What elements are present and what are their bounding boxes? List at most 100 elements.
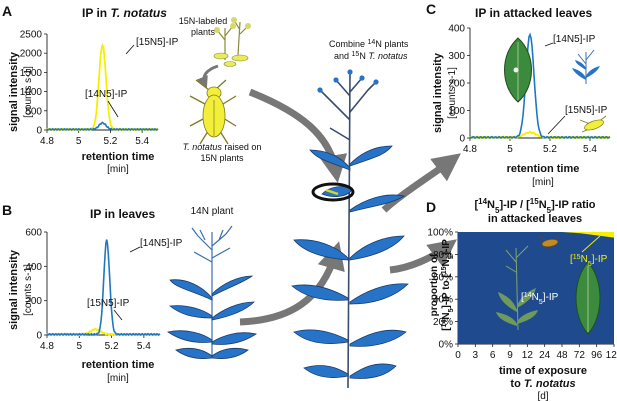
panel-d-title-2: in attacked leaves xyxy=(488,213,582,225)
y-tick-label: 0 xyxy=(36,126,42,137)
x-tick-label: 0 xyxy=(455,350,461,361)
panel-a-title: IP in T. notatus xyxy=(82,6,167,20)
d-leaf-inset xyxy=(575,261,601,335)
x-tick-label: 5 xyxy=(76,136,82,147)
y-tick-label: 200 xyxy=(25,296,42,307)
x-tick-label: 5 xyxy=(77,341,83,352)
y-tick-label: 600 xyxy=(25,228,42,239)
plants-to-insect-arrow xyxy=(196,64,219,89)
x-tick-label: 5.4 xyxy=(137,341,151,352)
panel-d-letter: D xyxy=(426,199,436,215)
panel-a-xunit: [min] xyxy=(107,164,129,175)
plant-14n-label: 14N plant xyxy=(191,206,234,217)
leader-line-b15 xyxy=(113,309,123,321)
leader-line-a15 xyxy=(125,44,135,55)
series-line--14n5-ip xyxy=(46,239,161,337)
panel-c-xunit: [min] xyxy=(532,177,554,188)
panel-b-title: IP in leaves xyxy=(90,207,155,221)
panel-a-ylabel: signal intensity xyxy=(8,51,20,132)
plant-14n-illustration xyxy=(166,225,258,359)
panel-c-letter: C xyxy=(426,1,436,17)
x-tick-label: 12 xyxy=(522,350,534,361)
d-insect-inset xyxy=(539,235,561,248)
mini-plant-inset xyxy=(572,49,600,84)
panel-c-yunit: [counts s-1] xyxy=(447,67,458,119)
arrow-center-to-c xyxy=(381,153,461,213)
series-line--14n5-ip xyxy=(46,121,159,132)
y-tick-label: 20% xyxy=(433,317,453,328)
y-tick-label: 1500 xyxy=(20,68,43,79)
mini-insect-inset xyxy=(579,115,607,133)
panel-b-xunit: [min] xyxy=(107,373,129,384)
peak-label-14n-c: [14N5]-IP xyxy=(553,34,596,45)
y-tick-label: 2500 xyxy=(20,30,43,41)
y-tick-label: 60% xyxy=(433,272,453,283)
arrow-b-to-center xyxy=(239,241,345,326)
panel-d-xlabel-2: to T. notatus xyxy=(510,378,575,390)
x-tick-label: 9 xyxy=(507,350,513,361)
series-line--15n5-ip xyxy=(46,43,158,132)
panel-a-yunit: [counts s-1] xyxy=(23,66,34,118)
combine-label-1: Combine 14N plants xyxy=(329,39,409,50)
x-tick-label: 4.8 xyxy=(40,341,54,352)
series-line--14n5-ip xyxy=(469,32,611,139)
x-tick-label: 24 xyxy=(539,350,551,361)
insect-illustration xyxy=(189,79,237,145)
peak-label-14n-b: [14N5]-IP xyxy=(140,238,183,249)
panel-d-xunit: [d] xyxy=(537,391,548,402)
panel-c-title: IP in attacked leaves xyxy=(475,6,593,20)
panel-c-ylabel: signal intensity xyxy=(432,52,444,133)
x-tick-label: 5.4 xyxy=(583,144,597,155)
panel-d: D [14N5]-IP / [15N5]-IP ratio in attacke… xyxy=(426,197,617,402)
x-tick-label: 96 xyxy=(591,350,603,361)
highlight-ring xyxy=(311,182,355,202)
panel-c-xlabel: retention time xyxy=(507,163,580,175)
peak-label-15n-b: [15N5]-IP xyxy=(87,298,130,309)
y-tick-label: 100 xyxy=(448,106,465,117)
d-plant-inset xyxy=(496,245,538,331)
leader-line-c14 xyxy=(544,42,554,47)
peak-label-15n-c: [15N5]-IP xyxy=(565,105,608,116)
panel-a-letter: A xyxy=(2,3,12,19)
attacked-leaf-inset xyxy=(504,37,532,103)
y-tick-label: 300 xyxy=(448,51,465,62)
labeled-plants-illustration xyxy=(213,17,251,67)
y-tick-label: 400 xyxy=(448,24,465,35)
d-label-15n: [15N5]-IP xyxy=(570,254,608,268)
arrow-center-to-d xyxy=(389,239,457,274)
x-tick-label: 72 xyxy=(574,350,586,361)
panel-d-title-1: [14N5]-IP / [15N5]-IP ratio xyxy=(474,197,595,215)
peak-label-14n-a: [14N5]-IP xyxy=(85,89,128,100)
x-tick-label: 5.4 xyxy=(135,136,149,147)
y-tick-label: 2000 xyxy=(20,49,43,60)
leader-line-b14 xyxy=(129,246,141,253)
y-tick-label: 500 xyxy=(25,106,42,117)
x-tick-label: 5.2 xyxy=(105,341,119,352)
y-tick-label: 0 xyxy=(459,134,465,145)
panel-a-xlabel: retention time xyxy=(82,151,155,163)
x-tick-label: 6 xyxy=(490,350,496,361)
labeled-plants-label-1: 15N-labeled xyxy=(179,16,228,26)
combine-label-2: and 15N T. notatus xyxy=(334,51,408,62)
area-15n xyxy=(458,232,614,238)
y-tick-label: 80% xyxy=(433,250,453,261)
insect-caption-2: 15N plants xyxy=(200,153,244,163)
x-tick-label: 5.2 xyxy=(543,144,557,155)
panel-d-ylabel-2: [14N5]-IP to [15N5]-IP xyxy=(441,239,455,331)
center-combine: Combine 14N plants and 15N T. notatus xyxy=(239,39,461,389)
x-tick-label: 4.8 xyxy=(463,144,477,155)
x-tick-label: 5.2 xyxy=(103,136,117,147)
y-tick-label: 0% xyxy=(439,340,454,351)
panel-d-xlabel-1: time of exposure xyxy=(499,365,587,377)
panel-d-ylabel-1: proportion of xyxy=(429,253,440,316)
x-tick-label: 120 xyxy=(606,350,617,361)
panel-b-letter: B xyxy=(2,202,12,218)
panel-b-xlabel: retention time xyxy=(82,359,155,371)
x-tick-label: 3 xyxy=(473,350,479,361)
y-tick-label: 0 xyxy=(36,331,42,342)
x-tick-label: 5 xyxy=(507,144,513,155)
